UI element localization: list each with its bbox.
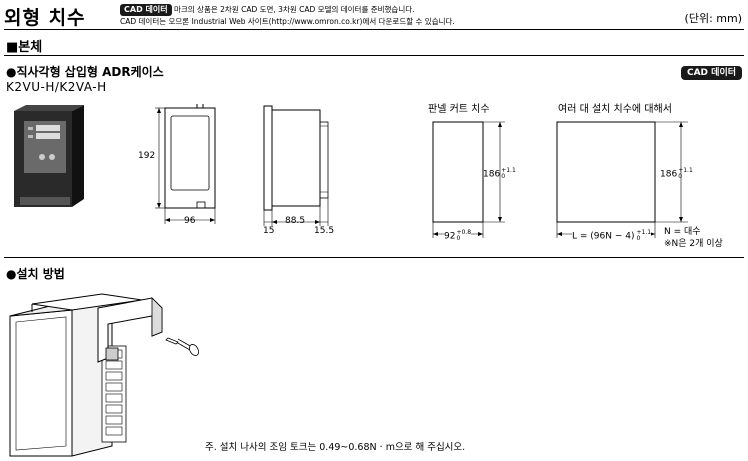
model-number: K2VU-H/K2VA-H — [6, 80, 107, 94]
multi-install-title: 여러 대 설치 치수에 대해서 — [558, 104, 672, 115]
product-title: ●직사각형 삽입형 ADR케이스 — [6, 65, 164, 79]
front-view-drawing — [155, 104, 216, 224]
section-divider — [4, 55, 744, 56]
cad-data-badge: CAD 데이터 — [120, 4, 172, 16]
dim-side-depth: 88.5 — [285, 216, 306, 226]
side-view-drawing — [263, 105, 329, 226]
cad-note: CAD 데이터 마크의 상품은 2차원 CAD 도면, 3차원 CAD 모델의 … — [120, 4, 455, 27]
install-heading: ●설치 방법 — [6, 267, 65, 281]
unit-label: (단위: mm) — [684, 12, 742, 25]
cad-data-badge-right: CAD 데이터 — [680, 66, 742, 80]
product-photo — [14, 105, 84, 207]
panel-cutout-drawing — [432, 121, 505, 238]
dim-height-192: 192 — [138, 151, 156, 161]
header-divider — [4, 29, 744, 30]
n-definition: N = 대수 — [664, 227, 701, 237]
n-note: ※N은 2개 이상 — [664, 239, 723, 249]
dim-width-96: 96 — [184, 216, 196, 226]
panel-cutout-title: 판넬 커트 치수 — [428, 104, 490, 115]
torque-note: 주. 설치 나사의 조임 토크는 0.49~0.68N · m으로 해 주십시오… — [205, 442, 466, 453]
page-title: 외형 치수 — [4, 7, 86, 29]
multi-install-drawing — [556, 121, 688, 238]
section-heading-main-body: ■본체 — [6, 40, 43, 55]
install-illustration — [9, 293, 199, 457]
dim-side-left: 15 — [263, 226, 275, 236]
cad-note-line2: CAD 데이터는 오므론 Industrial Web 사이트(http://w… — [120, 17, 455, 26]
cad-note-line1: 마크의 상품은 2차원 CAD 도면, 3차원 CAD 모델의 데이터를 준비했… — [173, 5, 415, 14]
dim-side-right: 15.5 — [314, 226, 335, 236]
install-divider — [4, 257, 744, 258]
